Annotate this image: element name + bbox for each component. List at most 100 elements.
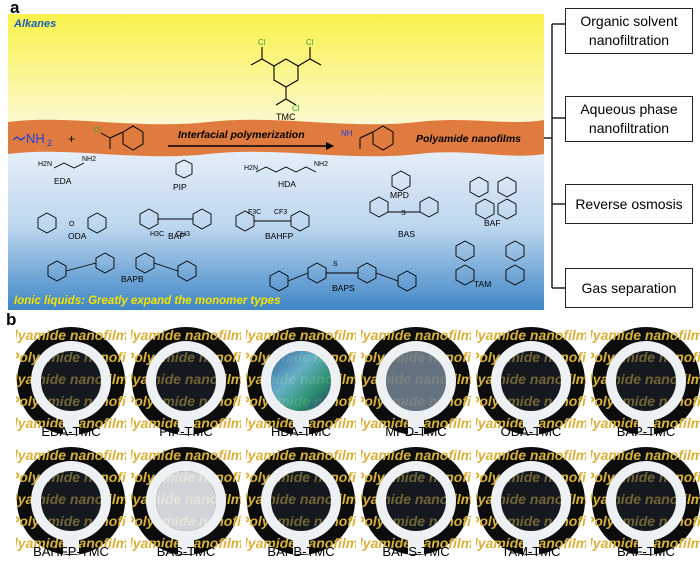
watermark-text: Polyamide nanofilm bbox=[246, 327, 356, 343]
monomer-bapb: BAPB bbox=[121, 274, 144, 284]
amine-wavy-bond bbox=[12, 136, 26, 141]
sample-label: BAS-TMC bbox=[156, 544, 216, 559]
monomer-tam: TAM bbox=[474, 279, 491, 289]
oda-o: O bbox=[69, 221, 75, 228]
polyamide-film bbox=[41, 351, 101, 411]
watermark-text: Polyamide nanofilm bbox=[476, 415, 586, 431]
ionic-liquids-label: Ionic liquids: Greatly expand the monome… bbox=[14, 295, 280, 307]
sample-label: BAF-TMC bbox=[617, 544, 675, 559]
cl-3: Cl bbox=[292, 104, 300, 113]
sample-label: TAM-TMC bbox=[501, 544, 561, 559]
ring-tab bbox=[178, 534, 194, 554]
amine-monomer-nh: NH bbox=[26, 131, 45, 146]
watermark-text: Polyamide nanofilm bbox=[591, 447, 700, 463]
sample-label: PIP-TMC bbox=[159, 424, 213, 439]
watermark-text: Polyamide nanofilm bbox=[591, 327, 700, 343]
watermark-text: Polyamide nanofilm bbox=[131, 535, 241, 551]
alkane-phase bbox=[8, 14, 544, 126]
hda-nh2: NH2 bbox=[314, 161, 328, 168]
watermark-text: Polyamide nanofilm bbox=[361, 447, 471, 463]
sample-label: BAPS-TMC bbox=[382, 544, 450, 559]
watermark-text: Polyamide nanofilm bbox=[246, 415, 356, 431]
interface-layer bbox=[8, 119, 544, 157]
watermark-text: Polyamide nanofilm bbox=[16, 447, 126, 463]
monomer-mpd: MPD bbox=[390, 190, 409, 200]
ring-tab bbox=[523, 534, 539, 554]
monomer-bap: BAP bbox=[168, 231, 185, 241]
ring-tab bbox=[408, 414, 424, 434]
watermark-text: Polyamide nanofilm bbox=[246, 535, 356, 551]
sample-label: BAP-TMC bbox=[616, 424, 676, 439]
watermark-text: Polyamide nanofilm bbox=[591, 415, 700, 431]
watermark-text: Polyamide nanofilm bbox=[361, 415, 471, 431]
watermark-text: Polyamide nanofilm bbox=[361, 327, 471, 343]
application-aqueous-nf: Aqueous phase nanofiltration bbox=[565, 96, 693, 142]
eda-nh2: NH2 bbox=[82, 156, 96, 163]
ring-tab bbox=[638, 534, 654, 554]
acyl-fragment bbox=[100, 125, 144, 151]
panel-b-label: b bbox=[6, 310, 17, 329]
sample-label: BAHFP-TMC bbox=[33, 544, 109, 559]
watermark-text: Polyamide nanofilm bbox=[476, 535, 586, 551]
polyamide-film bbox=[41, 471, 101, 531]
ring-tab bbox=[178, 414, 194, 434]
ring-tab bbox=[63, 534, 79, 554]
ring-tab bbox=[638, 414, 654, 434]
bap-ch3: CH3 bbox=[176, 231, 190, 238]
tmc-structure bbox=[250, 47, 322, 106]
application-osn: Organic solvent nanofiltration bbox=[565, 8, 693, 54]
watermark-text: Polyamide nanofilm bbox=[131, 447, 241, 463]
product-label: Polyamide nanofilms bbox=[416, 133, 521, 145]
watermark-text: Polyamide nanofilm bbox=[476, 447, 586, 463]
reaction-label: Interfacial polymerization bbox=[178, 129, 305, 141]
panel-a-label: a bbox=[10, 0, 20, 17]
baps-s: S bbox=[333, 261, 338, 268]
polyamide-film bbox=[386, 471, 446, 531]
eda-h2n: H2N bbox=[38, 161, 52, 168]
application-ro: Reverse osmosis bbox=[565, 184, 693, 224]
application-bracket bbox=[544, 23, 568, 289]
ring-tab bbox=[293, 534, 309, 554]
polyamide-film bbox=[386, 351, 446, 411]
monomer-hda: HDA bbox=[278, 179, 296, 189]
polyamide-film bbox=[501, 471, 561, 531]
polyamide-film bbox=[616, 351, 676, 411]
polyamide-film bbox=[271, 471, 331, 531]
ring-tab bbox=[63, 414, 79, 434]
polyamide-film bbox=[616, 471, 676, 531]
monomer-bas: BAS bbox=[398, 229, 415, 239]
ring-tab bbox=[408, 534, 424, 554]
sample-label: MPD-TMC bbox=[385, 424, 447, 439]
watermark-text: Polyamide nanofilm bbox=[131, 415, 241, 431]
ring-tab bbox=[293, 414, 309, 434]
hda-h2n: H2N bbox=[244, 165, 258, 172]
alkanes-label: Alkanes bbox=[13, 18, 56, 30]
watermark-text: Polyamide nanofilm bbox=[246, 447, 356, 463]
cl-4: Cl bbox=[94, 127, 101, 134]
product-nh: NH bbox=[341, 129, 353, 138]
amine-monomer-subscript: 2 bbox=[47, 138, 52, 148]
ionic-liquid-phase bbox=[8, 126, 544, 310]
polyamide-film bbox=[156, 351, 216, 411]
monomer-oda: ODA bbox=[68, 231, 87, 241]
cl-2: Cl bbox=[306, 38, 314, 47]
monomer-eda: EDA bbox=[54, 176, 72, 186]
watermark-text: Polyamide nanofilm bbox=[131, 327, 241, 343]
polyamide-film bbox=[271, 351, 331, 411]
bas-s: S bbox=[401, 210, 406, 217]
polyamide-film bbox=[501, 351, 561, 411]
monomer-bahfp: BAHFP bbox=[265, 231, 294, 241]
product-fragment bbox=[359, 125, 394, 151]
polyamide-film bbox=[156, 471, 216, 531]
tmc-label: TMC bbox=[276, 112, 296, 122]
application-gas-separation: Gas separation bbox=[565, 268, 693, 308]
